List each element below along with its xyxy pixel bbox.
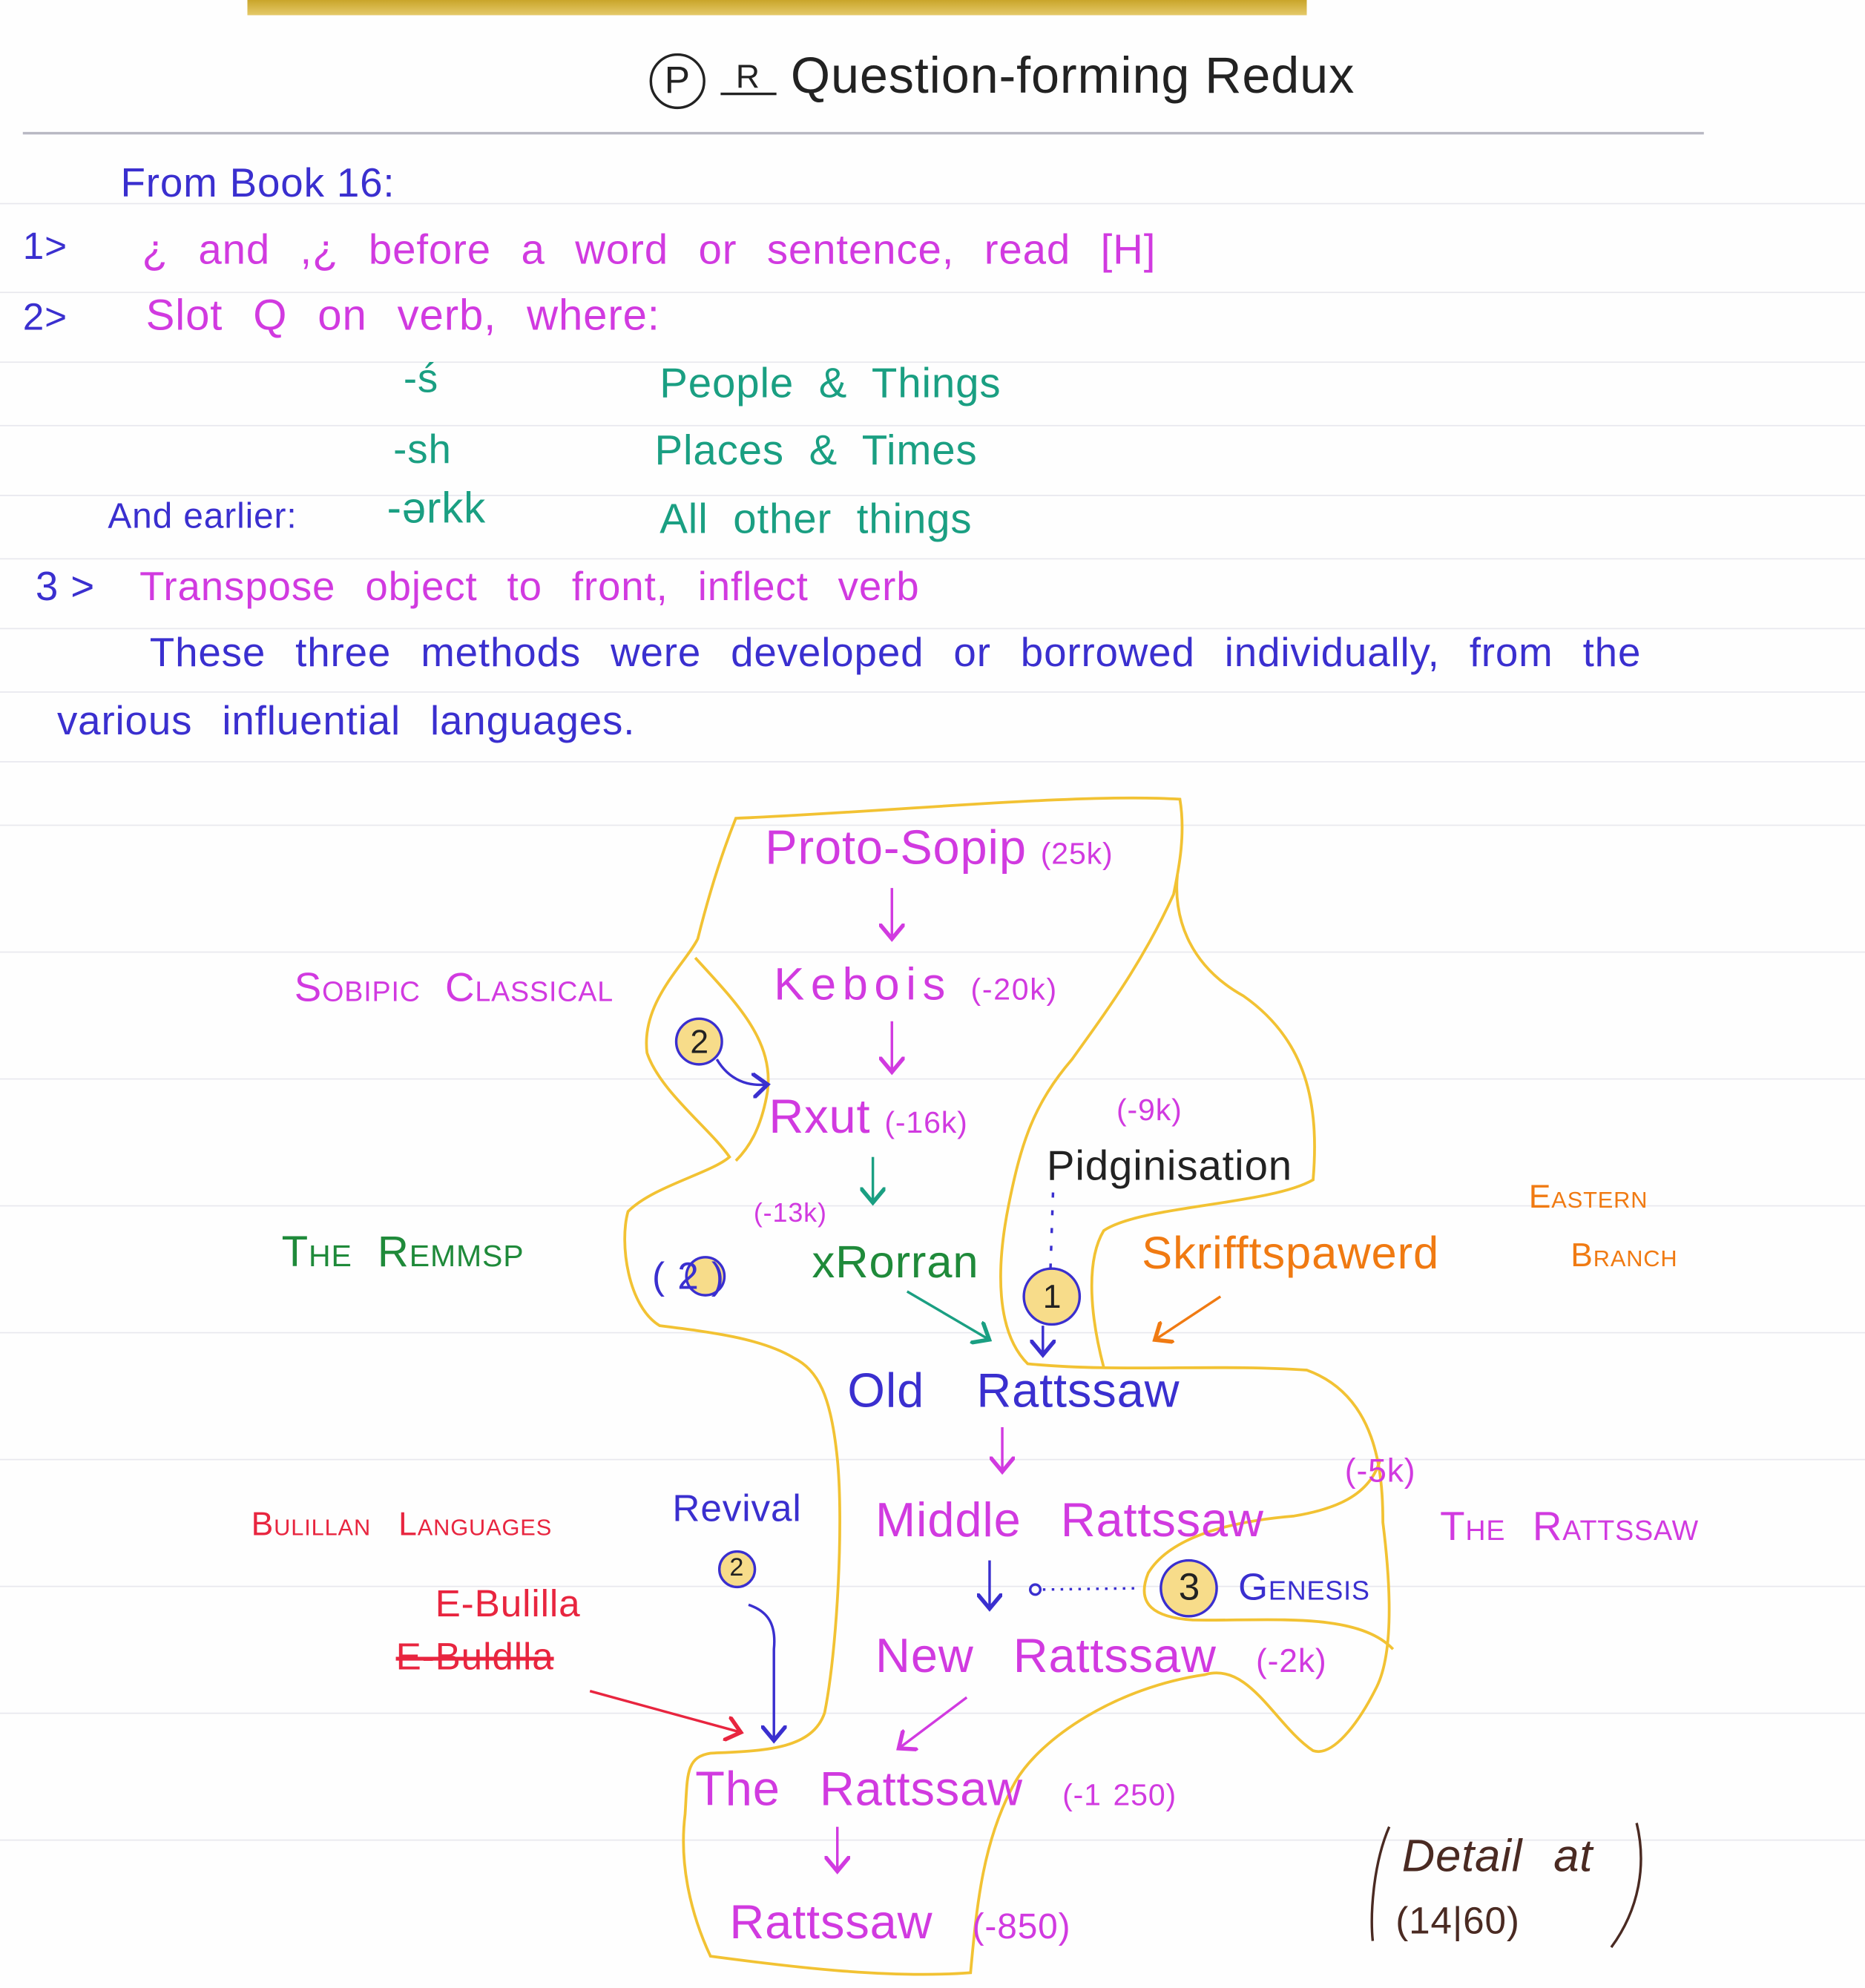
detail-reference: Detail at: [1401, 1829, 1593, 1882]
circled-p-marker: P: [649, 53, 705, 110]
node-proto-sopip: Proto-Sopip (25k): [765, 822, 1114, 876]
node-the-rattssaw: The Rattssaw (-1 250): [695, 1763, 1177, 1817]
label-e-buldlla-struck: E-Buldlla: [395, 1636, 554, 1679]
node-pidginisation: Pidginisation: [1046, 1142, 1293, 1189]
paragraph-line: various influential languages.: [56, 697, 636, 744]
title-text: Question-forming Redux: [790, 47, 1355, 105]
genesis-marker: 3: [1178, 1567, 1201, 1609]
label-bulillan-languages: Bulillan Languages: [251, 1504, 553, 1543]
remmsp-marker: (2): [652, 1256, 737, 1298]
item-number: 3 >: [35, 563, 96, 609]
pidginisation-date: (-9k): [1116, 1093, 1183, 1128]
suffix-meaning: All other things: [660, 494, 973, 542]
node-new-rattssaw: New Rattssaw (-2k): [875, 1630, 1327, 1684]
node-middle-rattssaw: Middle Rattssaw: [875, 1494, 1264, 1548]
node-old-rattssaw: Old Rattssaw: [847, 1365, 1180, 1419]
label-the-rattssaw-group: The Rattssaw: [1440, 1503, 1699, 1550]
label-revival: Revival: [672, 1488, 802, 1530]
node-rxut: Rxut (-16k): [769, 1090, 968, 1145]
suffix-meaning: Places & Times: [654, 426, 978, 473]
suffix-meaning: People & Things: [660, 358, 1001, 407]
node-xrorran: xRorran: [812, 1235, 979, 1288]
detail-page-reference: (14|60): [1395, 1900, 1520, 1943]
header-rule: [22, 131, 1704, 135]
note-item-2: Slot Q on verb, where:: [145, 292, 660, 340]
note-item-3: Transpose object to front, inflect verb: [139, 563, 920, 609]
family-outline: [623, 796, 1395, 1976]
label-sobipic-classical: Sobipic Classical: [294, 964, 614, 1010]
item-number: 1>: [22, 226, 68, 268]
suffix: -ś: [403, 355, 439, 401]
label-eastern: Eastern: [1528, 1177, 1648, 1216]
note-item-1: ¿ and ,¿ before a word or sentence, read…: [142, 226, 1157, 273]
pidgin-marker: 1: [1042, 1277, 1062, 1316]
paragraph-line: These three methods were developed or bo…: [149, 629, 1642, 675]
node-rattssaw: Rattssaw (-850): [729, 1896, 1071, 1950]
suffix: -ərkk: [387, 484, 487, 533]
node-skrifftspawerd: Skrifftspawerd: [1142, 1226, 1440, 1279]
tape-strip: [247, 0, 1307, 16]
node-kebois: Kebois (-20k): [774, 958, 1058, 1010]
revival-marker: 2: [729, 1553, 745, 1582]
notes-heading: From Book 16:: [120, 159, 395, 206]
rorran-date: (-13k): [753, 1199, 827, 1228]
triangle-r-marker: R: [720, 59, 777, 96]
sobipic-marker: 2: [690, 1022, 709, 1061]
label-the-remmsp: The Remmsp: [281, 1228, 524, 1277]
page-title: P R Question-forming Redux: [649, 47, 1355, 110]
earlier-label: And earlier:: [108, 496, 297, 536]
item-number: 2>: [22, 297, 68, 339]
middle-rattssaw-date: (-5k): [1344, 1451, 1416, 1490]
label-branch: Branch: [1570, 1235, 1678, 1274]
label-e-bulilla: E-Bulilla: [435, 1583, 581, 1625]
node-genesis: Genesis: [1238, 1567, 1370, 1609]
suffix: -sh: [393, 426, 452, 473]
